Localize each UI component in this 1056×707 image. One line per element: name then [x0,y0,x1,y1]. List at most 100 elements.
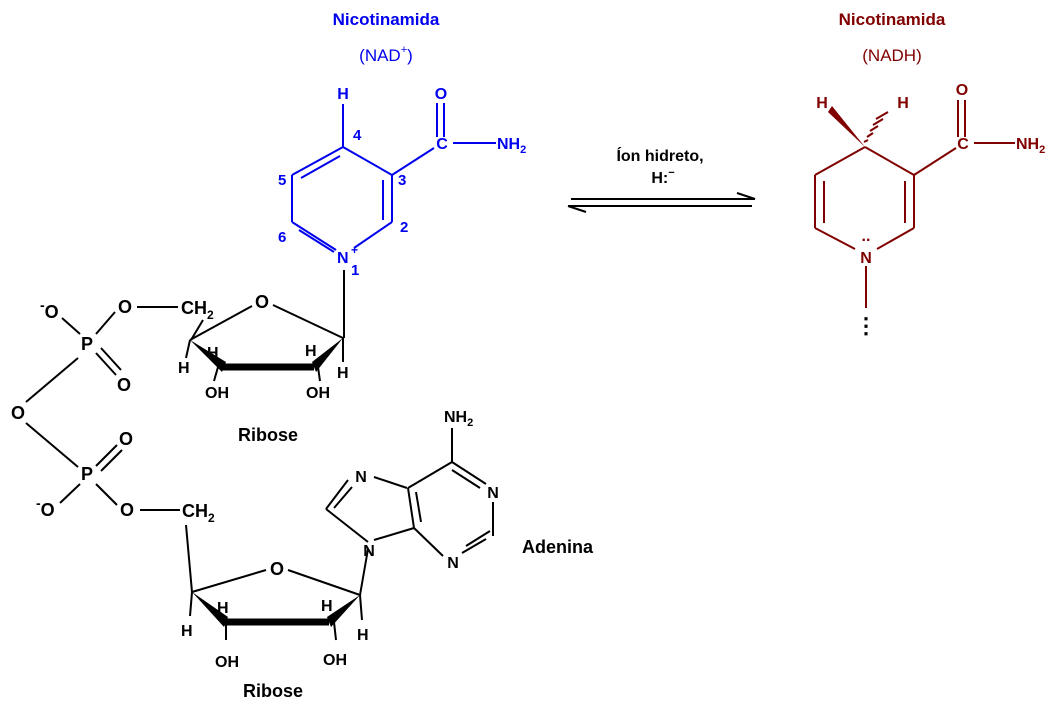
oxo-top: O [117,375,131,395]
adenine-label: Adenina [522,537,594,557]
pt-ominus-bond [61,317,81,335]
ribose-bottom-h1-bond [359,594,363,621]
nad-subtitle-sup: + [401,44,407,56]
ribose-bottom-ch2-text: CH [182,501,208,521]
ring-number-4: 4 [353,127,362,144]
ribose-top-ring-o: O [255,292,269,312]
adenine-nh2-text: NH [444,409,467,426]
nadh-title: Nicotinamida [839,10,946,29]
ribose-top-c4-o [189,305,253,341]
o-minus-top-atom: O [45,302,59,322]
nad-subtitle: (NAD+) [359,44,413,65]
nad-atom-nh2: NH2 [497,136,526,156]
nadh-wedge-bond [828,106,865,147]
ribose-top: CH2 O H H H H OH OH Ribose [178,292,349,445]
ribose-bottom-ring-o: O [270,559,284,579]
ribose-top-ch2-text: CH [181,298,207,318]
ribose-top-h-a: H [178,360,190,377]
o-minus-bottom: -O [36,495,55,520]
nad-ring-bonds [291,146,393,253]
ribose-bottom-o-c1 [287,569,361,596]
ribose-bottom-oh2-bond [333,621,337,641]
ribose-top-front-left [190,340,226,372]
reaction-hydride-charge: − [668,167,674,179]
nad-atom-h: H [337,86,349,103]
ribose-bottom-n9-bond [359,548,369,596]
ribose-bottom-h-a: H [181,623,193,640]
pb-ester-bond [95,483,118,506]
reverse-arrow-head [567,205,587,213]
nad-subtitle-prefix: (NAD [359,46,401,65]
nadh-atom-h2: H [897,95,909,112]
ribose-bottom-ch2: CH2 [182,501,215,525]
adenine-n9: N [363,543,375,560]
adenine-n7: N [355,469,367,486]
nadh-ring-bonds [814,146,915,250]
nadh-atom-n: N [860,250,872,267]
ribose-top-h4-bond [185,339,191,359]
nad-nh2-sub: 2 [520,144,526,156]
ribose-top-oh3-bond [213,366,219,382]
nadh-atom-h1: H [816,95,828,112]
ribose-bottom-c5-c4 [185,524,193,593]
ring-number-6: 6 [278,229,286,246]
ester-o-bottom: O [120,500,134,520]
ribose-bottom-oh-b: OH [323,652,347,669]
reaction-label-line2: H:− [651,167,674,187]
o-minus-top-sign: - [40,297,45,313]
nadh-atom-o: O [956,82,968,99]
nadh-nh2-sub: 2 [1039,144,1045,156]
ribose-bottom-c4-o [191,569,267,593]
ribose-top-h-c: H [305,343,317,360]
ester-o-top: O [118,297,132,317]
pt-oxo-bond-a [95,352,117,376]
nad-c3-carbonyl-bond [391,147,435,176]
nadh-nh2-text: NH [1016,136,1039,153]
nadh-atom-nh2: NH2 [1016,136,1045,156]
adenine-n1: N [487,485,499,502]
ribose-bottom-h4-bond [189,591,193,617]
ribose-bottom-ch2-sub: 2 [208,511,215,525]
adenine: NH2 N N N N N Adenina [325,409,594,572]
ribose-top-ch2-sub: 2 [207,308,214,322]
reaction-hydride: H: [651,170,668,187]
nadh-continuation: ⋮ [855,313,877,338]
pb-oxo-bond-a [95,444,118,467]
bridge-o: O [11,403,25,423]
adenine-bonds [325,428,494,557]
forward-arrow-head [736,192,756,200]
nad-atom-c: C [436,136,448,153]
nad-atom-n-charge: + [351,243,358,257]
ribose-bottom-h-d: H [357,627,369,644]
ribose-top-c5-c4 [190,319,204,341]
ring-number-5: 5 [278,172,286,189]
ribose-top-o-c1 [272,304,344,339]
ring-number-3: 3 [398,172,406,189]
ribose-bottom-h-b: H [217,600,229,617]
ribose-top-label: Ribose [238,425,298,445]
adenine-nh2-sub: 2 [467,417,473,429]
nadh-lone-pair: .. [862,228,871,245]
ribose-bottom-h-c: H [321,598,333,615]
ribose-bottom-front-right [327,595,360,627]
reaction-label-line1: Íon hidreto, [616,146,703,165]
pb-oxo-bond-b [100,449,123,472]
nadh-hash-bond [863,111,889,143]
nadh-atom-c: C [957,136,969,153]
ribose-top-ch2: CH2 [181,298,214,322]
ribose-top-oh-a: OH [205,385,229,402]
pt-ester-bond [95,311,116,335]
nadh-c3-carbonyl-bond [913,147,957,176]
o-minus-top: -O [40,297,59,322]
nad-atom-n: N [337,250,349,267]
phosphorus-top: P [81,334,93,354]
bridge-pb-bond [25,422,79,468]
nad-subtitle-suffix: ) [407,46,413,65]
pt-bridge-bond [25,357,79,403]
pt-oxo-bond-b [100,347,122,371]
reaction-arrow: Íon hidreto, H:− [567,146,756,213]
adenine-nh2: NH2 [444,409,473,429]
phosphorus-bottom: P [81,464,93,484]
